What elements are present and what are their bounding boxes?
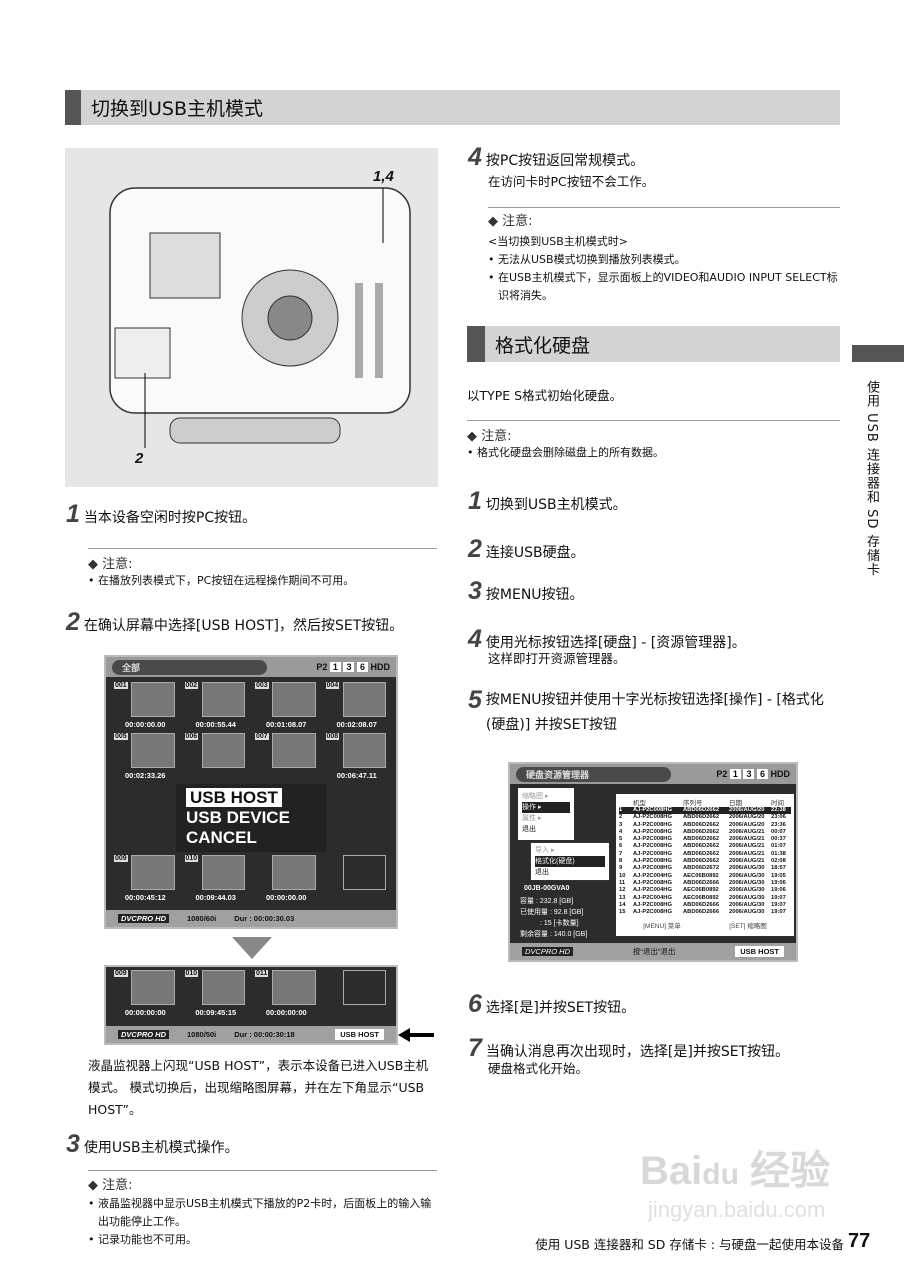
- menu-item-usb-device[interactable]: USB DEVICE: [186, 808, 290, 827]
- section-intro: 以TYPE S格式初始化硬盘。: [467, 388, 623, 403]
- note-label: ◆ 注意:: [88, 1178, 133, 1193]
- note-label: ◆ 注意:: [488, 214, 533, 229]
- operation-submenu: 导入 ▸ 格式化(硬盘) 退出: [530, 842, 610, 881]
- usb-mode-menu: USB HOST USB DEVICE CANCEL: [176, 784, 326, 852]
- menu-item-exit[interactable]: 退出: [522, 826, 536, 833]
- callout-label: 1,4: [373, 168, 394, 185]
- watermark-logo: Baidu 经验: [640, 1149, 831, 1193]
- menu-item[interactable]: 属性 ▸: [522, 815, 542, 822]
- clip-thumbnail[interactable]: [326, 970, 389, 1018]
- divider: [488, 207, 840, 208]
- side-tab-label: 使用 USB 连接器和 SD 存储卡: [864, 380, 879, 577]
- callout-label: 2: [135, 450, 144, 467]
- note-body: <当切换到USB主机模式时> 无法从USB模式切换到播放列表模式。 在USB主机…: [488, 233, 840, 305]
- drive-model: 00JB-00GVA0: [524, 885, 570, 892]
- note-bullets: 液晶监视器中显示USB主机模式下播放的P2卡时，后面板上的输入输出功能停止工作。…: [88, 1195, 438, 1249]
- clip-thumbnail[interactable]: 006: [184, 733, 248, 781]
- note-bullet: 格式化硬盘会删除磁盘上的所有数据。: [467, 444, 840, 462]
- menu-item-operation[interactable]: 操作 ▸: [522, 802, 570, 813]
- device-illustration: 1,4 2: [65, 148, 438, 487]
- watermark-url: jingyan.baidu.com: [648, 1197, 826, 1222]
- section-title: 格式化硬盘: [495, 334, 591, 357]
- footer-text: 使用 USB 连接器和 SD 存储卡 : 与硬盘一起使用本设备: [535, 1237, 844, 1252]
- left-arrow-icon: [398, 1028, 434, 1042]
- down-arrow-icon: [232, 937, 272, 959]
- clip-thumbnail[interactable]: [326, 855, 389, 903]
- step-sub: 硬盘格式化开始。: [488, 1061, 589, 1076]
- menu-item-usb-host[interactable]: USB HOST: [186, 788, 282, 807]
- section-title: 切换到USB主机模式: [91, 98, 264, 120]
- control-panel-drawing: [109, 187, 411, 448]
- menu-item-exit[interactable]: 退出: [535, 869, 549, 876]
- side-tab-marker: [852, 345, 904, 362]
- clip-thumbnail[interactable]: 007: [255, 733, 318, 781]
- menu-item[interactable]: 缩略图 ▸: [522, 793, 549, 800]
- description-paragraph: 液晶监视器上闪现“USB HOST”，表示本设备已进入USB主机模式。 模式切换…: [88, 1058, 429, 1117]
- divider: [467, 420, 840, 421]
- note-label: ◆ 注意:: [88, 557, 133, 572]
- note-label: ◆ 注意:: [467, 429, 512, 444]
- step-sub: 这样即打开资源管理器。: [488, 651, 626, 666]
- step-sub: 在访问卡时PC按钮不会工作。: [488, 174, 655, 189]
- menu-item[interactable]: 导入 ▸: [535, 847, 555, 854]
- main-menu: 缩略图 ▸ 操作 ▸ 属性 ▸ 退出: [518, 788, 574, 840]
- usb-host-indicator: USB HOST: [335, 1029, 384, 1040]
- section-header-usb-host: 切换到USB主机模式: [65, 90, 840, 125]
- divider: [88, 1170, 437, 1171]
- menu-item-cancel[interactable]: CANCEL: [186, 828, 257, 847]
- section-header-format: 格式化硬盘: [467, 326, 840, 362]
- divider: [88, 548, 437, 549]
- menu-item-format[interactable]: 格式化(硬盘): [535, 856, 605, 867]
- page-number: 77: [848, 1230, 871, 1252]
- note-bullet: 在播放列表模式下，PC按钮在远程操作期间不可用。: [88, 572, 438, 590]
- clip-thumbnail[interactable]: 00:00:00.00: [255, 855, 318, 903]
- disk-info: 容量 : 232.8 [GB]已使用量 : 92.8 [GB]: 15 [卡数量…: [520, 898, 588, 938]
